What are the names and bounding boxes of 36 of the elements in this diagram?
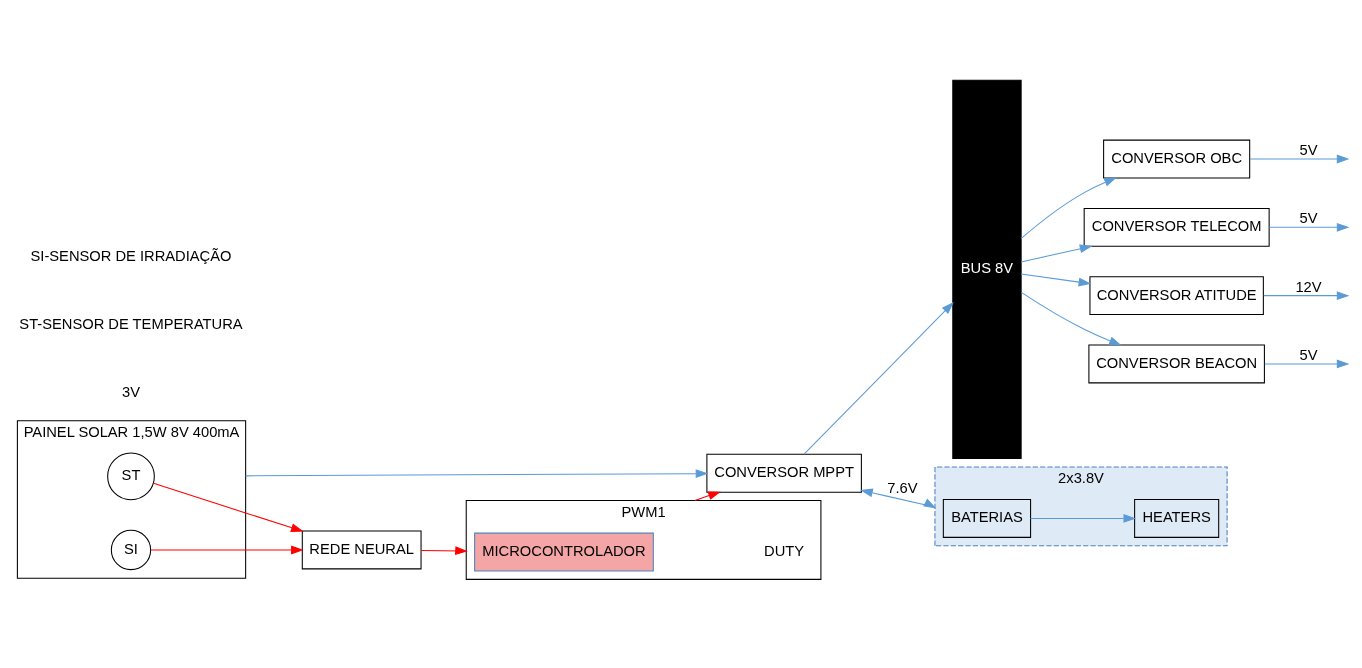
node-box: HEATERS (1134, 499, 1220, 538)
arrow (1020, 177, 1117, 239)
node-box: REDE NEURAL (301, 530, 422, 570)
arrow (153, 482, 304, 532)
node-circle: ST (107, 452, 155, 501)
node-box: BUS 8V (952, 79, 1022, 460)
edge-label: 5V (1299, 210, 1318, 227)
node-box: BATERIAS (942, 499, 1032, 538)
node-circle: SI (110, 529, 152, 571)
arrow (1263, 291, 1350, 301)
edge-label: 5V (1299, 346, 1318, 363)
arrow (1268, 222, 1350, 232)
label: SI-SENSOR DE IRRADIAÇÃO (30, 247, 232, 264)
label: 3V (122, 384, 140, 401)
node-box: MICROCONTROLADOR (474, 532, 654, 572)
label: ST-SENSOR DE TEMPERATURA (19, 315, 243, 332)
arrow (1264, 359, 1350, 369)
arrow (803, 301, 954, 455)
edge-label: 12V (1295, 278, 1322, 295)
arrow (694, 491, 721, 502)
arrow (1020, 273, 1092, 287)
arrow (1030, 514, 1137, 523)
arrow (245, 469, 709, 479)
arrow (420, 546, 468, 555)
arrow (1020, 244, 1093, 263)
node-box: CONVERSOR BEACON (1088, 344, 1265, 384)
node-box: CONVERSOR ATITUDE (1089, 276, 1264, 316)
node-box: CONVERSOR MPPT (706, 453, 862, 493)
arrow (150, 545, 304, 555)
arrow (1249, 154, 1350, 164)
edge-label: 5V (1299, 142, 1318, 159)
edge-label: 7.6V (887, 480, 918, 497)
arrow (860, 488, 937, 509)
node-box: CONVERSOR OBC (1103, 139, 1251, 179)
arrow (1020, 291, 1122, 346)
node-box: CONVERSOR TELECOM (1083, 207, 1270, 247)
